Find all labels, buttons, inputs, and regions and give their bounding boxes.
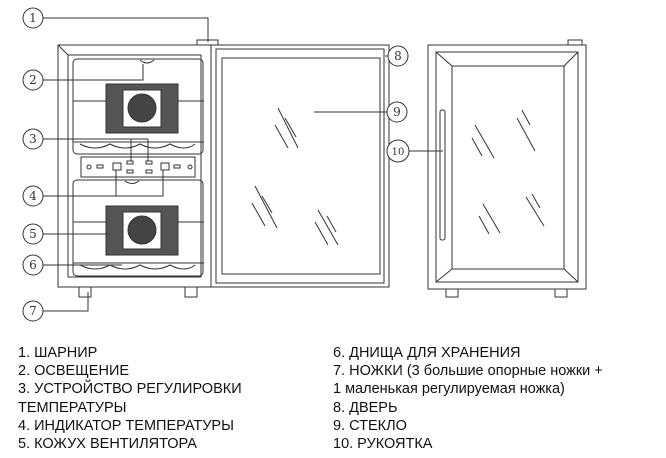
glass-reflection-marks — [251, 107, 339, 246]
legend-item: 2. ОСВЕЩЕНИЕ — [18, 363, 130, 380]
wine-cooler-diagram: 1 2 3 4 5 6 7 8 9 10 — [22, 7, 587, 322]
svg-text:8: 8 — [394, 49, 402, 63]
svg-text:6: 6 — [29, 258, 37, 272]
legend-item: 1 маленькая регулируемая ножка) — [333, 381, 565, 398]
callout-4: 4 — [22, 185, 44, 207]
handle — [439, 109, 446, 241]
callout-5: 5 — [22, 223, 44, 245]
legend-item: 1. ШАРНИР — [18, 345, 98, 361]
callout-7: 7 — [22, 300, 44, 322]
legend-item: 8. ДВЕРЬ — [333, 399, 398, 416]
legend-item: 7. НОЖКИ (3 большие опорные ножки + — [333, 363, 603, 380]
front-door — [210, 44, 390, 288]
svg-text:10: 10 — [392, 147, 405, 158]
svg-text:2: 2 — [29, 73, 37, 87]
callout-1: 1 — [22, 7, 44, 29]
svg-text:9: 9 — [393, 105, 401, 119]
svg-text:1: 1 — [29, 11, 37, 25]
callout-8: 8 — [387, 45, 409, 67]
legend-left: 1. ШАРНИР 2. ОСВЕЩЕНИЕ 3. УСТРОЙСТВО РЕГ… — [18, 344, 242, 453]
legend-item: 4. ИНДИКАТОР ТЕМПЕРАТУРЫ — [18, 417, 234, 434]
closed-view — [427, 39, 587, 298]
front-cabinet — [57, 39, 219, 298]
svg-text:7: 7 — [29, 304, 37, 318]
legend-right: 6. ДНИЩА ДЛЯ ХРАНЕНИЯ 7. НОЖКИ (3 больши… — [333, 344, 603, 453]
callout-9: 9 — [386, 101, 408, 123]
legend-item: 5. КОЖУХ ВЕНТИЛЯТОРА — [18, 436, 197, 453]
legend-item: ТЕМПЕРАТУРЫ — [18, 399, 127, 416]
svg-text:4: 4 — [29, 189, 37, 203]
fan-cover-lower — [105, 205, 179, 256]
legend-item: 9. СТЕКЛО — [333, 417, 407, 434]
legend-item: 10. РУКОЯТКА — [333, 436, 433, 453]
svg-text:3: 3 — [29, 132, 37, 146]
leader-lines — [43, 17, 443, 312]
legend-item: 3. УСТРОЙСТВО РЕГУЛИРОВКИ — [18, 381, 242, 398]
callout-6: 6 — [22, 254, 44, 276]
callout-10: 10 — [386, 139, 410, 163]
svg-text:5: 5 — [29, 227, 37, 241]
fan-cover-upper — [105, 83, 179, 134]
callout-2: 2 — [22, 69, 44, 91]
callout-3: 3 — [22, 128, 44, 150]
legend-item: 6. ДНИЩА ДЛЯ ХРАНЕНИЯ — [333, 345, 521, 361]
